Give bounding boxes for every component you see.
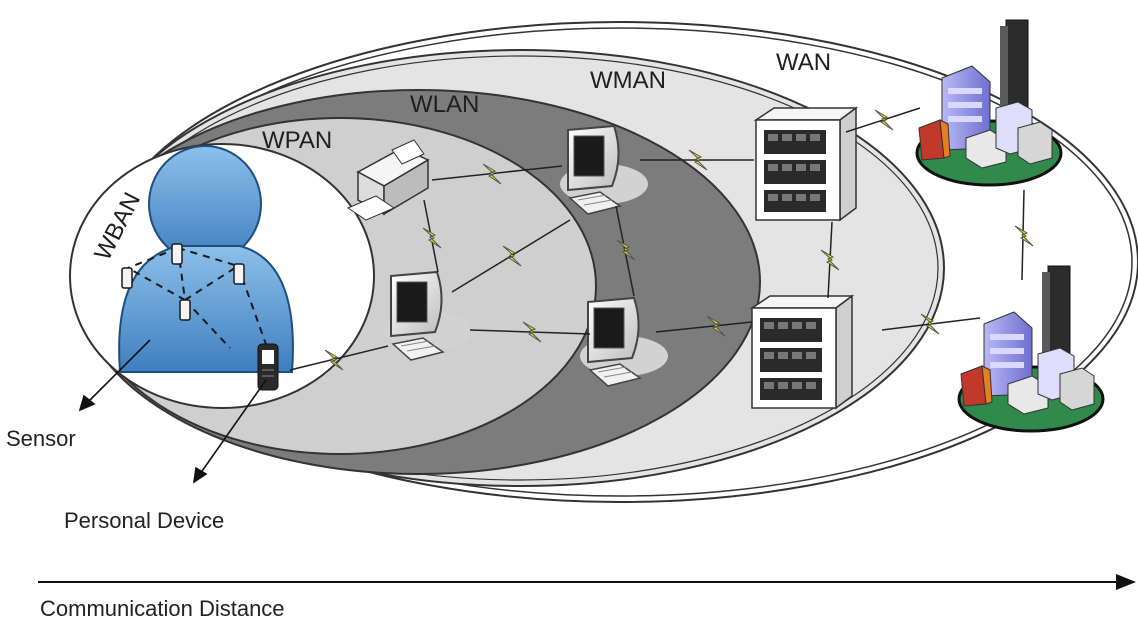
server-icon xyxy=(755,107,857,221)
server-icon xyxy=(751,295,853,409)
axis-label: Communication Distance xyxy=(40,596,285,621)
wan-label: WAN xyxy=(776,49,831,76)
sensor-label: Sensor xyxy=(6,426,76,451)
wman-label: WMAN xyxy=(590,67,666,94)
wpan-label: WPAN xyxy=(262,127,332,154)
wlan-label: WLAN xyxy=(410,91,479,118)
personal-device-label: Personal Device xyxy=(64,508,224,533)
personal-device-icon xyxy=(257,343,279,391)
person-icon xyxy=(118,145,294,373)
printer-icon xyxy=(346,139,430,221)
sensor-icon xyxy=(121,243,245,321)
distance-arrow xyxy=(38,574,1136,590)
